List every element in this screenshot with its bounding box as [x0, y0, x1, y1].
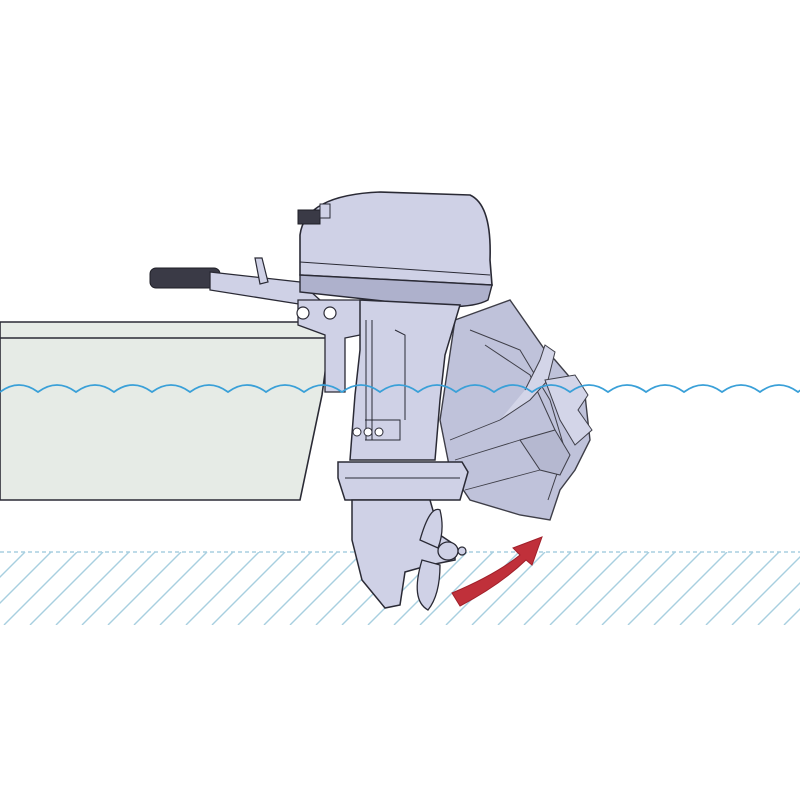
seabed-hatch-line — [575, 552, 650, 625]
seabed-hatch-line — [81, 552, 156, 625]
seabed-hatch-line — [419, 552, 494, 625]
seabed-hatch-line — [627, 552, 702, 625]
seabed-hatch-line — [523, 552, 598, 625]
shaft-housing — [349, 299, 461, 461]
seabed-hatch-line — [159, 552, 234, 625]
anti-ventilation-plate — [337, 461, 469, 501]
seabed-hatch-line — [55, 552, 130, 625]
seabed-hatch-line — [237, 552, 312, 625]
water-surface — [0, 384, 800, 394]
tilted-motor-ghost-icon — [439, 299, 593, 521]
seabed-hatch-line — [0, 552, 52, 604]
tilt-arrow-icon — [451, 536, 543, 607]
seabed-hatch-line — [653, 552, 728, 625]
seabed-hatch-line — [0, 552, 26, 578]
seabed-hatch-line — [29, 552, 104, 625]
seabed-hatch-line — [263, 552, 338, 625]
engine-cowling — [297, 191, 493, 308]
seabed-hatch-line — [705, 552, 780, 625]
seabed-hatch-line — [133, 552, 208, 625]
propeller-icon — [416, 508, 467, 611]
seabed-hatch-line — [211, 552, 286, 625]
seabed-hatch-line — [783, 608, 800, 625]
outboard-motor-icon — [149, 191, 493, 611]
seabed-hatch-line — [185, 552, 260, 625]
tiller-handle — [149, 257, 322, 306]
seabed-hatch-line — [289, 552, 364, 625]
seabed-hatch-line — [757, 582, 800, 625]
seabed-hatch-line — [471, 552, 546, 625]
seabed-hatch-line — [497, 552, 572, 625]
seabed-hatch-line — [107, 552, 182, 625]
boat-hull-icon — [0, 321, 333, 501]
seabed-hatch-line — [731, 556, 800, 625]
seabed-hatch-line — [549, 552, 624, 625]
seabed-hatch-line — [3, 552, 78, 625]
seabed-hatch-line — [679, 552, 754, 625]
seabed-hatch-line — [601, 552, 676, 625]
